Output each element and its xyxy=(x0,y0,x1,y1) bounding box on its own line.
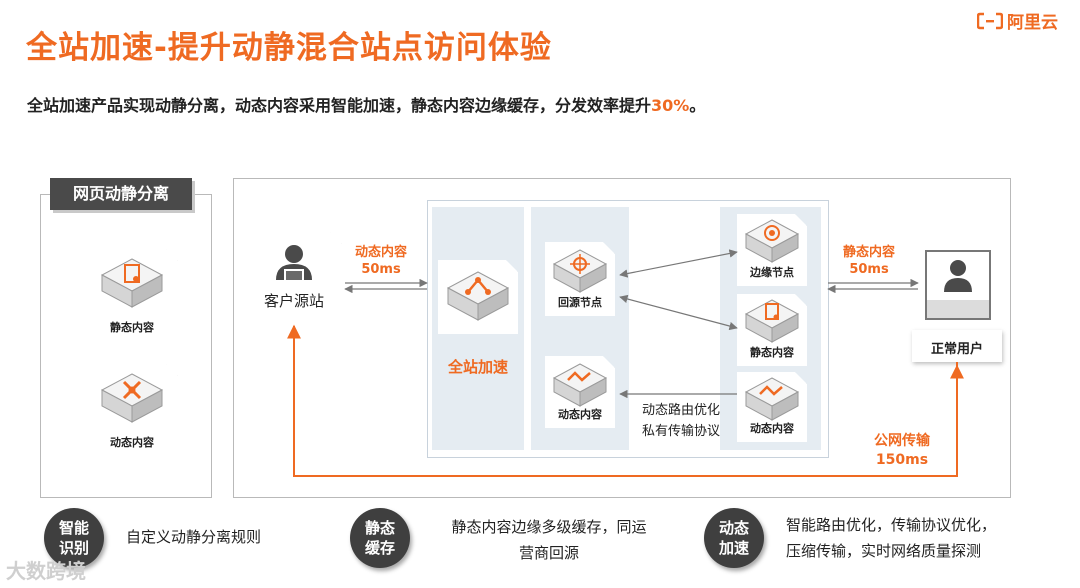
page-subtitle: 全站加速产品实现动静分离，动态内容采用智能加速，静态内容边缘缓存，分发效率提升3… xyxy=(27,92,705,116)
public-network-path xyxy=(287,324,958,477)
right-link-line2: 50ms xyxy=(849,262,889,277)
dynamic-node-icon xyxy=(742,374,802,424)
static-to-back-arrow xyxy=(619,294,738,331)
dynamic-content-icon xyxy=(98,370,166,426)
dynamic-accel-badge: 动态加速 xyxy=(704,508,764,568)
edge-to-back-arrow xyxy=(619,249,738,278)
aliyun-logo-icon xyxy=(977,12,1003,29)
back-source-node-label: 回源节点 xyxy=(558,296,602,309)
smart-identify-text: 智能识别 xyxy=(58,519,89,557)
panel-tag: 网页动静分离 xyxy=(50,178,192,210)
static-cache-text: 静态缓存 xyxy=(364,519,395,557)
right-link-label: 静态内容 50ms xyxy=(832,244,906,278)
full-site-accel-label: 全站加速 xyxy=(447,358,508,376)
user-box xyxy=(925,250,991,320)
edge-node-label: 边缘节点 xyxy=(750,266,794,279)
back-source-node-card: 回源节点 xyxy=(545,242,615,316)
dynamic-content-card: 动态内容 xyxy=(86,364,178,456)
subtitle-highlight: 30% xyxy=(651,96,690,115)
origin-user-icon xyxy=(270,242,318,282)
static-cache-desc-line1: 静态内容边缘多级缓存，同运 xyxy=(451,518,647,536)
routing-text-line1: 动态路由优化 xyxy=(641,403,720,418)
left-link-label: 动态内容 50ms xyxy=(344,244,418,278)
user-label: 正常用户 xyxy=(930,342,983,357)
static-node-label: 静态内容 xyxy=(750,346,794,359)
public-link-line1: 公网传输 xyxy=(874,433,930,449)
public-link-line2: 150ms xyxy=(875,452,929,468)
dynamic-wave-icon xyxy=(550,360,610,410)
dynamic-node-label: 动态内容 xyxy=(750,422,794,435)
static-content-label: 静态内容 xyxy=(110,321,154,334)
dynamic-accel-desc-line1: 智能路由优化，传输协议优化， xyxy=(786,516,997,534)
right-link-line1: 静态内容 xyxy=(842,245,895,260)
static-cache-desc-line2: 营商回源 xyxy=(518,544,579,562)
dynamic-inner-card: 动态内容 xyxy=(545,356,615,428)
page-title: 全站加速-提升动静混合站点访问体验 xyxy=(26,30,552,66)
subtitle-suffix: 。 xyxy=(689,96,706,115)
user-box-footer xyxy=(927,300,989,318)
static-cache-desc: 静态内容边缘多级缓存，同运 营商回源 xyxy=(432,514,666,566)
accel-network-icon xyxy=(444,268,512,326)
subtitle-text: 全站加速产品实现动静分离，动态内容采用智能加速，静态内容边缘缓存，分发效率提升 xyxy=(27,96,652,115)
logo-text: 阿里云 xyxy=(1007,13,1058,33)
routing-text: 动态路由优化 私有传输协议 xyxy=(626,400,720,442)
public-link-label: 公网传输 150ms xyxy=(862,432,942,470)
dynamic-accel-desc: 智能路由优化，传输协议优化， 压缩传输，实时网络质量探测 xyxy=(786,512,996,564)
static-doc-icon xyxy=(742,296,802,346)
edge-node-icon xyxy=(742,216,802,266)
left-link-line2: 50ms xyxy=(361,262,401,277)
static-cache-badge: 静态缓存 xyxy=(350,508,410,568)
edge-node-card: 边缘节点 xyxy=(737,214,807,286)
full-site-accel-card xyxy=(438,260,518,334)
static-node-card: 静态内容 xyxy=(737,294,807,366)
static-content-card: 静态内容 xyxy=(86,249,178,341)
routing-text-line2: 私有传输协议 xyxy=(641,424,720,439)
user-avatar-icon xyxy=(944,260,972,292)
user-label-card: 正常用户 xyxy=(912,330,1002,362)
static-content-icon xyxy=(98,255,166,311)
smart-identify-desc: 自定义动静分离规则 xyxy=(126,528,262,546)
origin-server-card: 客户源站 xyxy=(246,232,342,320)
left-link-line1: 动态内容 xyxy=(354,245,407,260)
aliyun-logo: 阿里云 xyxy=(977,8,1058,33)
dynamic-node-card: 动态内容 xyxy=(737,372,807,442)
smart-identify-badge: 智能识别 xyxy=(44,508,104,568)
watermark: 大数跨境 xyxy=(6,559,86,583)
back-source-icon xyxy=(550,246,610,296)
dynamic-content-label: 动态内容 xyxy=(110,436,154,449)
dynamic-inner-label: 动态内容 xyxy=(558,408,602,421)
origin-server-label: 客户源站 xyxy=(263,292,324,310)
dynamic-accel-text: 动态加速 xyxy=(718,519,749,557)
dynamic-accel-desc-line2: 压缩传输，实时网络质量探测 xyxy=(786,542,982,560)
